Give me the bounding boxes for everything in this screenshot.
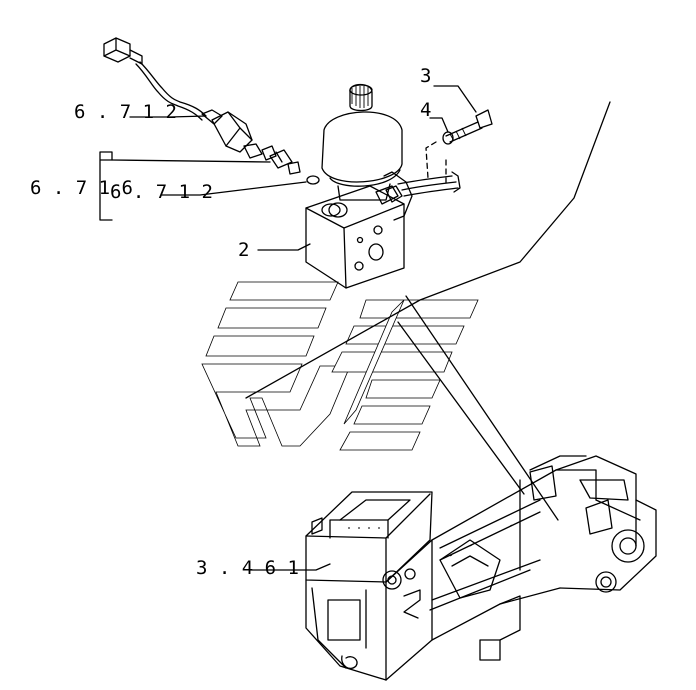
callout-washer: 4 [420,99,431,121]
adapter-fitting [269,149,301,175]
watermark-logo [201,281,479,451]
callout-sensor-group-bracket: 6 . 7 1 6 [30,177,133,199]
pressure-sensor [201,109,277,161]
leader-lines [99,85,477,571]
callout-chassis-frame: 3 . 4 6 1 [196,557,299,579]
sensor-connector-plug [103,37,207,121]
chassis-frame [305,455,657,681]
washer [442,131,454,145]
accumulator [321,83,403,201]
valve-block [305,185,405,289]
assembly-dashed-lines [425,141,447,185]
hose-bundle [383,171,461,221]
callout-sensor-group-top: 6 . 7 1 2 [74,101,177,123]
o-ring-seal [306,175,320,185]
callout-valve-block: 2 [238,239,249,261]
callout-sensor-group-mid: 6 . 7 1 2 [110,181,213,203]
callout-screw: 3 [420,65,431,87]
